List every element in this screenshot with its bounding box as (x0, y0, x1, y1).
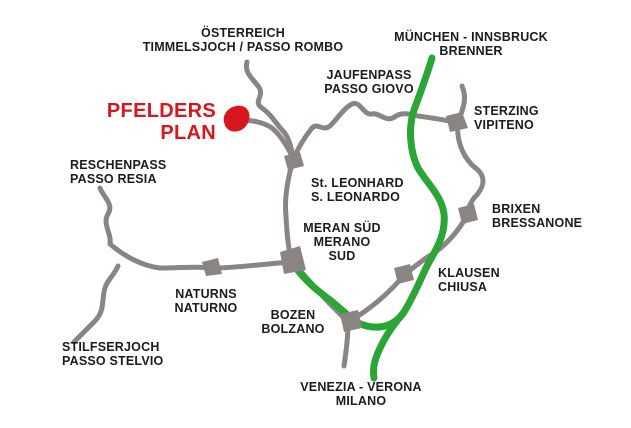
road-stilfserjoch (71, 263, 121, 345)
label-timmelsjoch: ÖSTERREICH TIMMELSJOCH / PASSO ROMBO (128, 26, 358, 54)
label-reschenpass-line2: PASSO RESIA (70, 172, 157, 186)
road-pfelders (235, 118, 295, 159)
road-timmelsjoch (243, 59, 296, 163)
label-meran-line1: MERAN SÜD (303, 221, 381, 235)
label-reschenpass: RESCHENPASS PASSO RESIA (70, 158, 166, 186)
label-naturns: NATURNS NATURNO (164, 287, 248, 315)
label-bozen: BOZEN BOLZANO (253, 308, 333, 336)
label-venezia-line1: VENEZIA - VERONA (300, 380, 422, 394)
label-stilfserjoch-line2: PASSO STELVIO (62, 354, 164, 368)
label-meran-line2: MERANO (313, 235, 371, 249)
motorway-bozen-meran (288, 258, 408, 331)
road-sterzing-brixen (455, 120, 486, 217)
label-venezia-line2: MILANO (335, 394, 387, 408)
label-reschenpass-line1: RESCHENPASS (70, 158, 167, 172)
label-st-leonhard-line1: St. LEONHARD (311, 176, 404, 190)
town-marker-st-leonhard (284, 152, 304, 170)
motorway-a22 (370, 54, 448, 382)
label-naturns-line2: NATURNO (174, 301, 238, 315)
label-brenner: MÜNCHEN - INNSBRUCK BRENNER (376, 30, 566, 58)
label-klausen: KLAUSEN CHIUSA (438, 266, 500, 294)
label-brenner-line1: MÜNCHEN - INNSBRUCK (394, 30, 548, 44)
label-meran: MERAN SÜD MERANO SUD (294, 221, 390, 263)
label-klausen-line1: KLAUSEN (438, 266, 500, 280)
town-marker-klausen (394, 264, 414, 284)
town-marker-brixen (458, 204, 478, 224)
label-timmelsjoch-line1: ÖSTERREICH (201, 26, 285, 40)
destination-label: PFELDERS PLAN (104, 100, 216, 144)
label-st-leonhard-line2: S. LEONARDO (311, 190, 401, 204)
label-brenner-line2: BRENNER (439, 44, 503, 58)
label-brixen-line2: BRESSANONE (492, 216, 583, 230)
label-venezia: VENEZIA - VERONA MILANO (286, 380, 436, 408)
label-bozen-line2: BOLZANO (261, 322, 325, 336)
label-stilfserjoch-line1: STILFSERJOCH (62, 340, 160, 354)
destination-marker (223, 105, 250, 132)
label-sterzing: STERZING VIPITENO (474, 104, 539, 132)
road-vinschgau (97, 185, 295, 271)
road-passeier (283, 157, 296, 265)
label-st-leonhard: St. LEONHARD S. LEONARDO (311, 176, 404, 204)
label-timmelsjoch-line2: TIMMELSJOCH / PASSO ROMBO (142, 40, 344, 54)
label-jaufenpass-line2: PASSO GIOVO (324, 82, 414, 96)
destination-label-line1: PFELDERS (106, 100, 216, 122)
town-marker-meran (280, 246, 306, 274)
destination-label-line2: PLAN (160, 122, 216, 144)
label-naturns-line1: NATURNS (175, 287, 237, 301)
label-meran-line3: SUD (328, 249, 356, 263)
town-marker-naturns (202, 258, 222, 276)
road-jaufenpass (290, 100, 461, 163)
label-bozen-line1: BOZEN (270, 308, 316, 322)
label-stilfserjoch: STILFSERJOCH PASSO STELVIO (62, 340, 163, 368)
label-sterzing-line1: STERZING (474, 104, 539, 118)
label-jaufenpass: JAUFENPASS PASSO GIOVO (314, 68, 424, 96)
town-marker-sterzing (446, 112, 468, 132)
label-brixen: BRIXEN BRESSANONE (492, 202, 582, 230)
label-brixen-line1: BRIXEN (492, 202, 541, 216)
label-klausen-line2: CHIUSA (438, 280, 488, 294)
label-sterzing-line2: VIPITENO (474, 118, 534, 132)
label-jaufenpass-line1: JAUFENPASS (326, 68, 412, 82)
town-marker-bozen (340, 310, 362, 332)
